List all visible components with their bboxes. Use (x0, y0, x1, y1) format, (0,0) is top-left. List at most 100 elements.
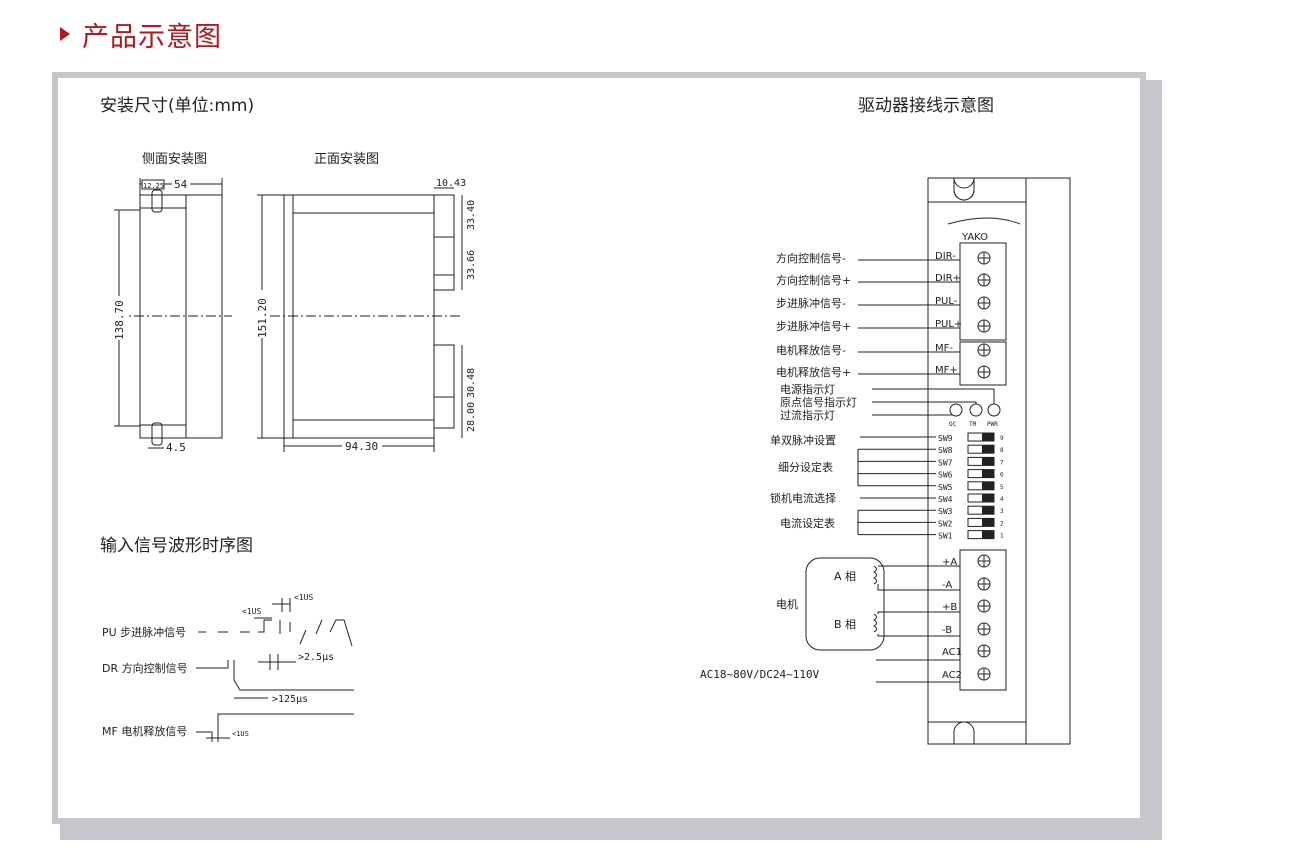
motor-wire (877, 634, 960, 637)
dim-box (141, 179, 165, 190)
terminal-block (433, 274, 455, 291)
terminal-label: MF+ (935, 365, 958, 376)
front-view-label: 正面安装图 (314, 152, 379, 167)
mount-notch-bottom (953, 721, 975, 744)
dip-switch-knob (982, 469, 994, 478)
timing-1us-a: <1US (294, 593, 313, 602)
mf-waveform (196, 713, 354, 742)
switch-name: SW8 (938, 446, 953, 455)
power-terminal-block (959, 549, 1007, 691)
switch-number: 7 (1000, 459, 1004, 466)
dim-width: 54 (174, 178, 188, 191)
mount-notch-top-inner (953, 178, 975, 201)
timing-title: 输入信号波形时序图 (100, 536, 253, 556)
dim-flange: 10.43 (436, 178, 466, 189)
dim-v3: 30.48 (466, 368, 477, 398)
dim-mask (172, 177, 190, 189)
dimensions-title: 安装尺寸(单位:mm) (100, 96, 254, 116)
led-wire (872, 388, 995, 405)
switch-number: 6 (1000, 472, 1004, 479)
dim-mask (255, 290, 269, 338)
mount-notch-top (928, 177, 975, 201)
section-header: 产品示意图 (60, 14, 222, 54)
power-terminal-label: -A (942, 580, 952, 591)
dip-switch-knob (982, 433, 994, 441)
switch-number: 2 (1000, 520, 1004, 527)
terminal-label: PUL- (935, 296, 958, 307)
side-mount-slot (151, 422, 163, 446)
dim-v4: 28.00 (466, 402, 477, 432)
indicator-led-icon (969, 403, 983, 417)
signal-label: 电机释放信号+ (776, 365, 851, 379)
power-terminal-label: AC2 (942, 670, 962, 681)
motor-outline (805, 557, 885, 651)
terminal-block (433, 194, 455, 238)
switch-number: 5 (1000, 484, 1004, 491)
switch-number: 4 (1000, 496, 1004, 503)
signal-label: 步进脉冲信号- (776, 296, 846, 310)
mf-signal-label: MF 电机释放信号 (102, 724, 187, 738)
switch-number: 3 (1000, 508, 1004, 515)
side-view-label: 侧面安装图 (142, 152, 207, 167)
wiring-connections: 方向控制信号-DIR-方向控制信号+DIR+步进脉冲信号-PUL-步进脉冲信号+… (700, 251, 1004, 683)
power-terminal-label: -B (942, 625, 952, 636)
signal-label: 方向控制信号- (776, 251, 846, 265)
dim-v2: 33.66 (466, 250, 477, 280)
indicator-led-icon (949, 403, 963, 417)
led-tag: PWR (987, 421, 998, 428)
timing-diagram: PU 步进脉冲信号 DR 方向控制信号 MF 电机释放信号 <1US <1US … (102, 593, 354, 742)
signal-label: 步进脉冲信号+ (776, 319, 851, 333)
terminal-label: MF- (935, 343, 953, 354)
dim-v1: 33.40 (466, 200, 477, 230)
switch-number: 8 (1000, 447, 1004, 454)
side-mount-slot (151, 189, 163, 213)
led-tag: OC (949, 421, 957, 428)
side-view-drawing: 侧面安装图 12.25 54 138.70 4.5 (112, 152, 232, 454)
phase-b-label: B 相 (834, 618, 856, 631)
dip-switch-knob (982, 494, 994, 502)
switch-group-label: 细分设定表 (778, 460, 833, 474)
dim-side-height: 138.70 (113, 300, 126, 340)
dim-hole: 12.25 (143, 182, 164, 190)
switch-name: SW2 (938, 519, 953, 528)
dr-signal-label: DR 方向控制信号 (102, 661, 188, 675)
switch-name: SW9 (938, 434, 953, 443)
switch-group-label: 锁机电流选择 (770, 491, 836, 505)
product-panel (52, 72, 1146, 824)
switch-name: SW6 (938, 471, 953, 480)
front-view-drawing: 正面安装图 151.20 94.30 10.43 33.40 33.66 30.… (255, 152, 477, 453)
signal-label: 电机释放信号- (776, 343, 846, 357)
led-label: 过流指示灯 (780, 408, 835, 422)
page-title: 产品示意图 (82, 21, 222, 53)
motor-wire (877, 584, 960, 591)
terminal-label: PUL+ (935, 319, 962, 330)
switch-name: SW4 (938, 495, 953, 504)
triangle-bullet-icon (60, 27, 70, 41)
driver-side-panel (1025, 177, 1071, 745)
terminal-block (433, 236, 455, 276)
timing-1us-c: <1US (232, 730, 249, 738)
pu-waveform (198, 619, 353, 647)
pu-signal-label: PU 步进脉冲信号 (102, 625, 186, 639)
motor-label: 电机 (776, 597, 798, 611)
timing-1us-b: <1US (242, 607, 261, 616)
switch-number: 1 (1000, 533, 1004, 540)
timing-2-5us: >2.5μs (298, 652, 334, 663)
phase-a-label: A 相 (834, 570, 856, 583)
switch-name: SW3 (938, 507, 953, 516)
led-tag: TM (969, 421, 977, 428)
logo-swoosh-icon (947, 217, 1021, 225)
timing-125us: >125μs (272, 694, 308, 705)
dim-mask (342, 440, 382, 452)
led-label: 原点信号指示灯 (780, 395, 857, 409)
signal-label: 方向控制信号+ (776, 273, 851, 287)
dip-switch-knob (982, 445, 994, 454)
mf-terminal-block (959, 341, 1007, 386)
coil-a-icon (873, 565, 877, 585)
switch-group-label: 电流设定表 (780, 516, 835, 530)
led-wire (872, 401, 977, 405)
dip-switch-knob (982, 506, 994, 515)
dr-waveform (196, 660, 354, 691)
dip-switch-knob (982, 518, 994, 527)
